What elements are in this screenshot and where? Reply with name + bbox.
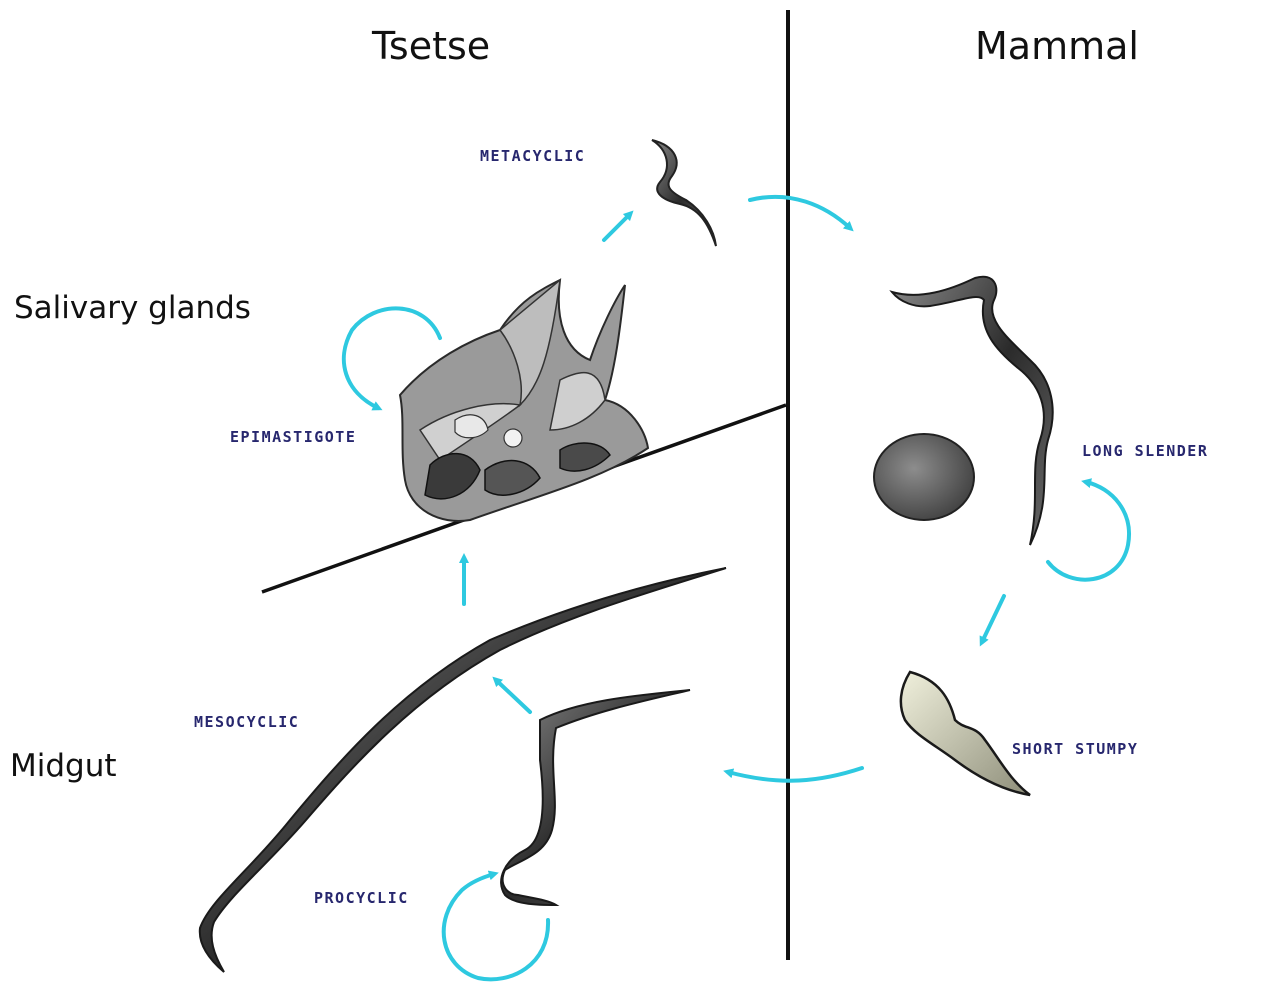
midgut-label: Midgut bbox=[10, 748, 117, 784]
cycle-arrow-long-slender bbox=[1048, 482, 1129, 580]
salivary-glands-label: Salivary glands bbox=[14, 290, 251, 326]
stage-label-long-slender: LONG SLENDER bbox=[1082, 442, 1208, 460]
stage-label-mesocyclic: MESOCYCLIC bbox=[194, 713, 299, 731]
epimastigote-cluster bbox=[400, 280, 648, 521]
procyclic-cell bbox=[501, 690, 690, 905]
arrow-metacyclic-to-mammal bbox=[750, 197, 850, 228]
cycle-arrow-procyclic bbox=[444, 874, 548, 979]
arrow-slender-to-stumpy bbox=[982, 596, 1004, 642]
arrow-procyclic-to-mesocyclic bbox=[496, 680, 530, 712]
short-stumpy-cell bbox=[901, 672, 1030, 795]
arrow-stumpy-to-tsetse bbox=[728, 768, 862, 781]
stage-label-short-stumpy: SHORT STUMPY bbox=[1012, 740, 1138, 758]
stage-label-epimastigote: EPIMASTIGOTE bbox=[230, 428, 356, 446]
arrow-epimastigote-to-metacyclic bbox=[604, 214, 630, 240]
metacyclic-cell bbox=[652, 140, 716, 246]
mesocyclic-cell bbox=[200, 568, 726, 972]
stage-label-metacyclic: METACYCLIC bbox=[480, 147, 585, 165]
tsetse-heading: Tsetse bbox=[372, 24, 490, 68]
red-blood-cell bbox=[874, 434, 974, 520]
stage-label-procyclic: PROCYCLIC bbox=[314, 889, 409, 907]
mammal-heading: Mammal bbox=[975, 24, 1139, 68]
